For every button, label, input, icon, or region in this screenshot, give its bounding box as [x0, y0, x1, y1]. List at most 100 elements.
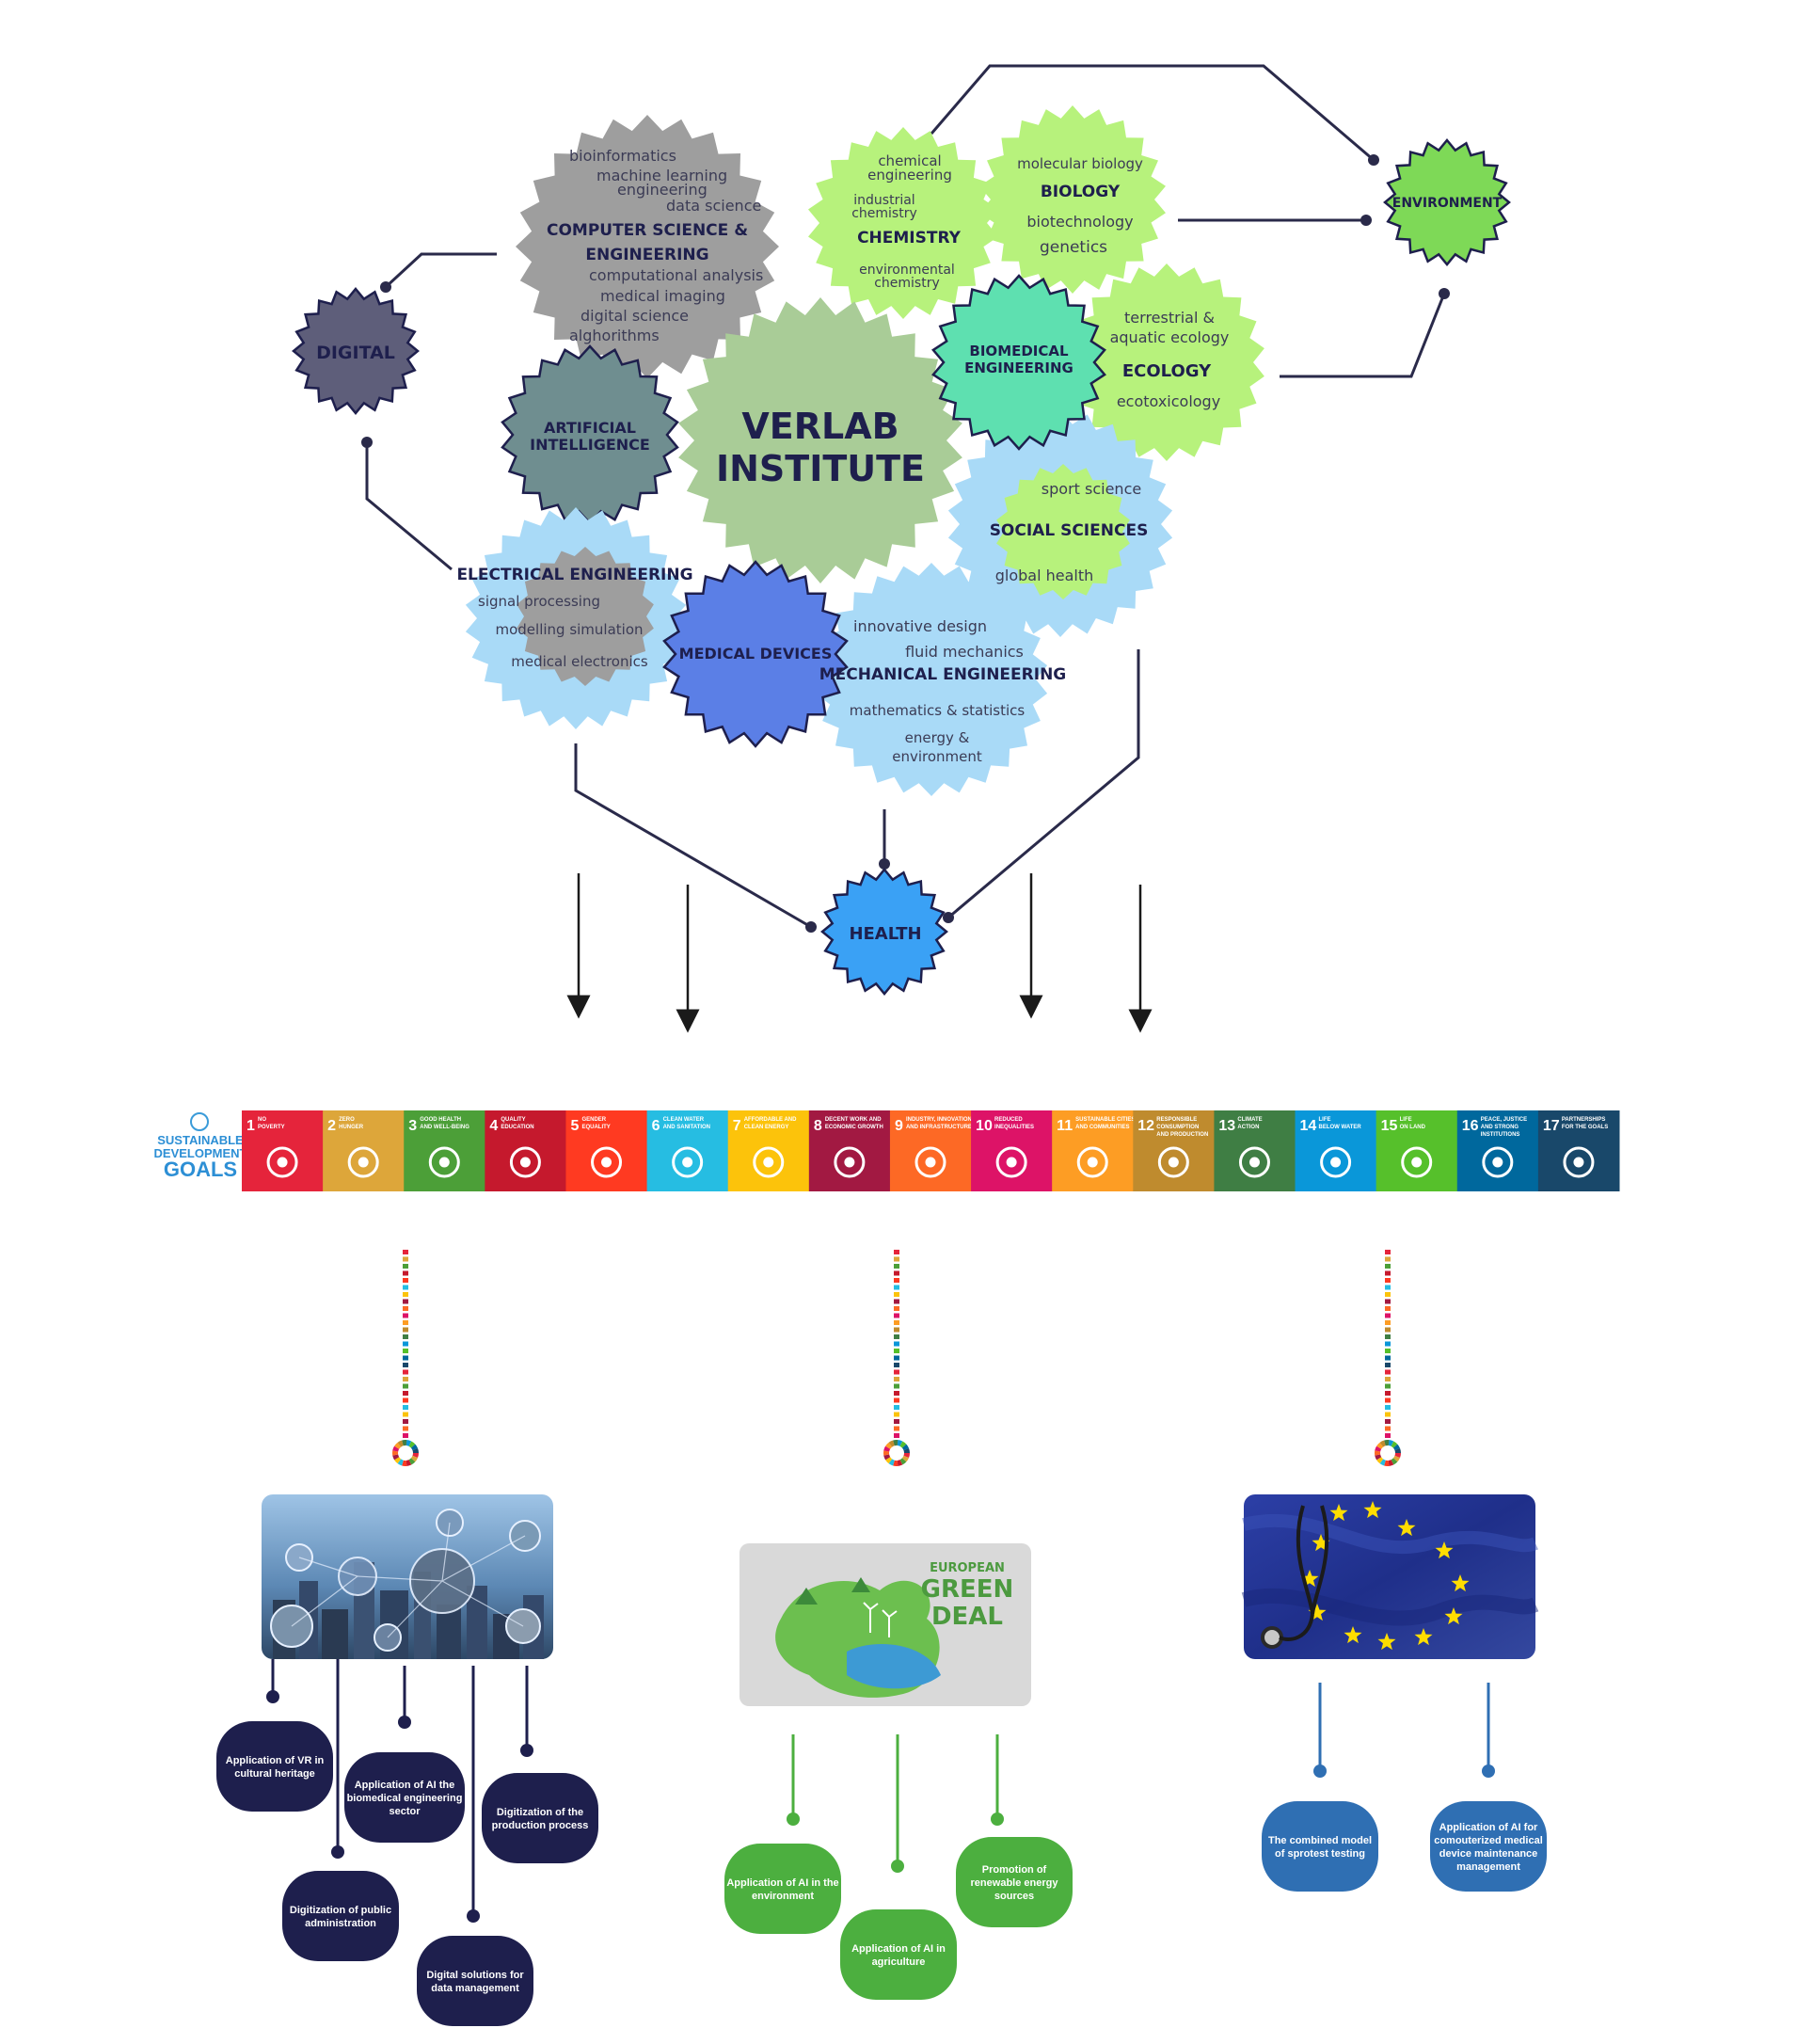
ecology-topic-terrestrial: terrestrial & [1124, 309, 1215, 327]
cubes-icon [914, 1146, 946, 1178]
chem-topic-1: chemical [878, 152, 941, 169]
sdg-goal-label: AND INFRASTRUCTURE [906, 1125, 972, 1130]
sdg-goal-label: BELOW WATER [1319, 1125, 1362, 1130]
pill-digitization-public-admin-shape[interactable] [282, 1871, 399, 1961]
health-branch-1-dot [1313, 1765, 1327, 1778]
sdg-wheel-segment [406, 1440, 412, 1446]
tree-icon [1401, 1146, 1433, 1178]
water-drop-icon [672, 1146, 704, 1178]
pill-ai-medical-device-maintenance-shape[interactable] [1430, 1801, 1547, 1892]
star-icon [1300, 1570, 1319, 1588]
sdg-wheel-segment [885, 1457, 893, 1464]
sdg-tile [1295, 1110, 1377, 1191]
sdg-wheel-segment [1391, 1458, 1398, 1465]
eu-stars [1300, 1501, 1470, 1651]
sdg-wheel-segment [1388, 1440, 1394, 1446]
sdg-goal-label: DECENT WORK AND [825, 1117, 882, 1123]
eye-globe-icon [1238, 1146, 1270, 1178]
sdg-goal-label: NO [258, 1117, 266, 1123]
cs-topic-machine-learning: machine learning [596, 167, 727, 184]
mech-title: MECHANICAL ENGINEERING [819, 665, 1067, 684]
ecology-title: ECOLOGY [1122, 361, 1212, 381]
pill-digitization-public-admin[interactable]: Digitization of public administration [282, 1871, 399, 1961]
electrical-topic-medical-electronics: medical electronics [511, 653, 648, 670]
sdg-tile [1052, 1110, 1134, 1191]
sdg-tile [1456, 1110, 1539, 1191]
pill-ai-biomedical-shape[interactable] [344, 1752, 465, 1843]
sdg-wheel-segment [1376, 1457, 1384, 1464]
stethoscope-icon [1261, 1505, 1329, 1649]
ecology-topic-aquatic: aquatic ecology [1110, 328, 1230, 346]
pill-renewable-energy-shape[interactable] [956, 1837, 1073, 1927]
connector-lines [365, 64, 1446, 929]
rainbow-connector-3 [1375, 1250, 1401, 1466]
dot-env-mid [1360, 215, 1372, 226]
sdg-goal-label: GOOD HEALTH [420, 1117, 461, 1123]
pill-digital-data-management-text: data management [431, 1983, 519, 1994]
sdg-wheel-segment [412, 1453, 419, 1459]
sdg-wheel-segment [1392, 1455, 1401, 1462]
sdg-wheel-segment [410, 1455, 419, 1462]
sdg-wheel-segment [1384, 1460, 1390, 1466]
gear-medical-devices-icon [662, 560, 849, 748]
european-green-deal-image: EUROPEAN GREEN DEAL [739, 1543, 1031, 1706]
pill-sportest-testing-shape[interactable] [1262, 1801, 1378, 1892]
sdg-tile [1214, 1110, 1296, 1191]
equality-arrows-icon [995, 1146, 1027, 1178]
green-deal-text-green: GREEN [921, 1575, 1014, 1604]
sdg-wheel-segment [1388, 1460, 1394, 1466]
social-title: SOCIAL SCIENCES [990, 521, 1149, 540]
sdg-wheel-segment [903, 1447, 910, 1453]
dot-health-top [879, 858, 890, 870]
pill-ai-agriculture-shape[interactable] [840, 1909, 957, 2000]
sdg-goal-number: 10 [976, 1118, 993, 1134]
dot-digital-bottom [361, 437, 373, 448]
pill-ai-environment-shape[interactable] [724, 1844, 841, 1934]
sdg-wheel-segment [1376, 1442, 1384, 1449]
sdg-wheel-segment [392, 1450, 399, 1456]
star-icon [1435, 1541, 1454, 1559]
sdg-tile [242, 1110, 324, 1191]
sdg-wheel-segment [1392, 1444, 1401, 1451]
gear-text-layer: bioinformatics machine learning engineer… [316, 147, 1503, 944]
pill-renewable-energy-text: renewable energy [971, 1877, 1059, 1889]
sdg-wheel-segment [412, 1447, 419, 1453]
pill-ai-medical-device-maintenance-text: device maintenance [1439, 1848, 1538, 1860]
pill-digital-data-management-shape[interactable] [417, 1936, 533, 2026]
star-icon [1414, 1628, 1433, 1646]
star-icon [1397, 1519, 1416, 1537]
dove-icon [1482, 1146, 1514, 1178]
sun-icon [753, 1146, 785, 1178]
sdg-goal-label: ACTION [1237, 1125, 1259, 1130]
sdg-goal-number: 17 [1543, 1118, 1560, 1134]
pill-vr-cultural-heritage-text: cultural heritage [234, 1768, 315, 1780]
sdg-goal-label: CLIMATE [1237, 1117, 1262, 1123]
sdg-tile [646, 1110, 729, 1191]
sdg-goal-label: LIFE [1400, 1117, 1412, 1123]
pill-digitization-public-admin-text: administration [305, 1918, 376, 1929]
sdg-wheel-segment [410, 1444, 419, 1451]
sdg-wheel-segment [901, 1455, 910, 1462]
star-icon [1451, 1574, 1470, 1592]
sdg-wheel-segment [888, 1459, 895, 1466]
sdg-tile [323, 1110, 405, 1191]
sdg-goal-label: EQUALITY [581, 1125, 610, 1130]
pill-vr-cultural-heritage-shape[interactable] [216, 1721, 333, 1812]
pill-digitization-public-admin-text: Digitization of public [290, 1905, 391, 1916]
pill-digitization-production-shape[interactable] [482, 1773, 598, 1863]
connector-chemistry-environment [930, 64, 1375, 162]
